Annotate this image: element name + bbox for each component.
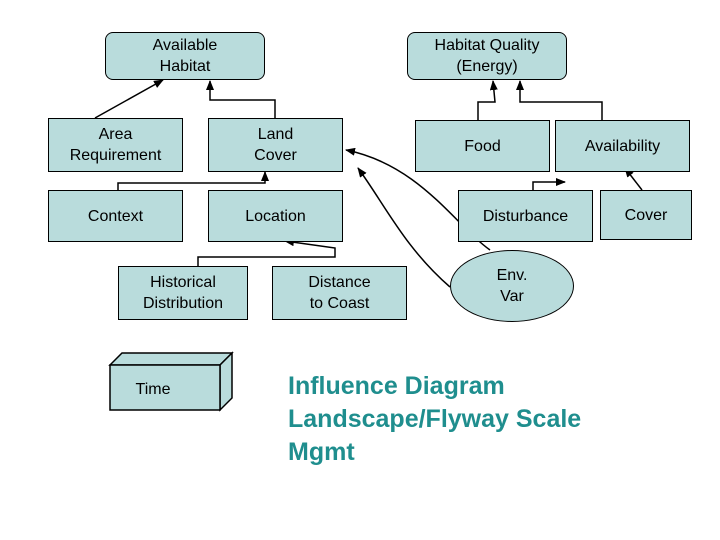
node-availability: Availability [555, 120, 690, 172]
diagram-title: Influence Diagram Landscape/Flyway Scale… [288, 372, 582, 466]
link-disturbance-to-availability [532, 178, 566, 190]
node-location: Location [208, 190, 343, 242]
node-context: Context [48, 190, 183, 242]
link-landcover-to-available [206, 80, 276, 118]
node-disturbance: Disturbance [458, 190, 593, 242]
node-land-cover: Land Cover [208, 118, 343, 172]
node-habitat-quality: Habitat Quality (Energy) [407, 32, 567, 80]
link-food-to-quality [477, 80, 498, 120]
node-cover: Cover [600, 190, 692, 240]
link-context-location-to-landcover [117, 171, 269, 190]
link-historical-distance-to-location [197, 238, 336, 266]
link-area-to-available [94, 79, 164, 119]
node-historical-distribution: Historical Distribution [118, 266, 248, 320]
node-food: Food [415, 120, 550, 172]
node-available-habitat: Available Habitat [105, 32, 265, 80]
link-envvar-to-disturbance [357, 167, 451, 288]
node-env-var: Env. Var [450, 250, 574, 322]
node-time: Time [135, 381, 171, 398]
link-availability-to-quality [516, 80, 603, 120]
node-area-requirement: Area Requirement [48, 118, 183, 172]
node-distance-to-coast: Distance to Coast [272, 266, 407, 320]
